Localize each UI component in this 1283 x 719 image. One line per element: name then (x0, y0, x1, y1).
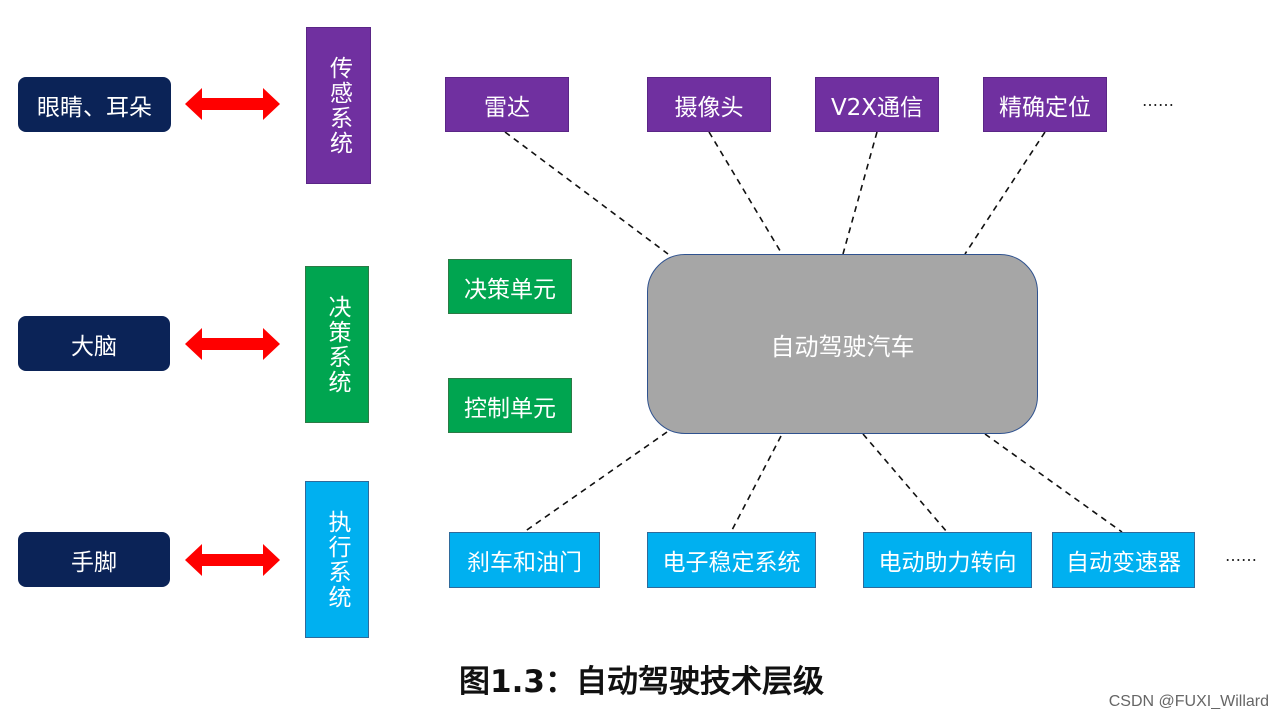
sensor-label: 雷达 (484, 94, 530, 121)
system-label: 传感系统 (325, 55, 352, 156)
human-part-label: 手脚 (71, 549, 117, 576)
system-label: 执行系统 (324, 509, 350, 610)
sensor-label: V2X通信 (830, 94, 924, 121)
human-part-hands-feet: 手脚 (18, 532, 170, 587)
connector-radar (504, 131, 669, 255)
unit-label: 控制单元 (464, 395, 556, 422)
center-label: 自动驾驶汽车 (770, 332, 915, 361)
system-label: 决策系统 (324, 294, 350, 395)
watermark: CSDN @FUXI_Willard (1108, 693, 1269, 710)
sensor-radar: 雷达 (445, 77, 569, 132)
human-part-eyes-ears: 眼睛、耳朵 (18, 77, 171, 132)
human-part-label: 眼睛、耳朵 (37, 94, 152, 121)
unit-decision: 决策单元 (448, 259, 572, 314)
double-arrow-icon (185, 544, 280, 576)
double-arrow-icon (185, 88, 280, 120)
sensor-camera: 摄像头 (647, 77, 771, 132)
sensor-label: 精确定位 (999, 94, 1091, 121)
connector-transmission (984, 433, 1123, 533)
unit-control: 控制单元 (448, 378, 572, 433)
human-part-label: 大脑 (71, 333, 117, 360)
figure-caption: 图1.3：自动驾驶技术层级 (459, 664, 824, 700)
actuator-esc: 电子稳定系统 (647, 532, 816, 588)
system-sensing: 传感系统 (306, 27, 371, 184)
double-arrow-icon (185, 328, 280, 360)
sensor-v2x: V2X通信 (815, 77, 939, 132)
unit-label: 决策单元 (464, 276, 556, 303)
actuator-label: 电动助力转向 (878, 550, 1017, 576)
actuator-ellipsis: …… (1225, 546, 1257, 565)
sensor-positioning: 精确定位 (983, 77, 1107, 132)
connector-esc (730, 435, 782, 533)
actuator-brake-throttle: 刹车和油门 (449, 532, 600, 588)
system-decision: 决策系统 (305, 266, 369, 423)
connector-positioning (964, 131, 1046, 255)
sensor-ellipsis: …… (1142, 91, 1174, 110)
actuator-label: 电子稳定系统 (662, 550, 801, 576)
actuator-eps: 电动助力转向 (863, 532, 1032, 588)
actuator-transmission: 自动变速器 (1052, 532, 1195, 588)
autonomous-vehicle-node: 自动驾驶汽车 (647, 254, 1038, 434)
system-execution: 执行系统 (305, 481, 369, 638)
connector-camera (708, 131, 783, 255)
human-part-brain: 大脑 (18, 316, 170, 371)
actuator-label: 自动变速器 (1066, 550, 1181, 576)
connector-eps (862, 433, 948, 533)
connector-brake (523, 431, 668, 533)
sensor-label: 摄像头 (674, 94, 744, 121)
connector-v2x (842, 131, 878, 255)
actuator-label: 刹车和油门 (467, 550, 582, 576)
